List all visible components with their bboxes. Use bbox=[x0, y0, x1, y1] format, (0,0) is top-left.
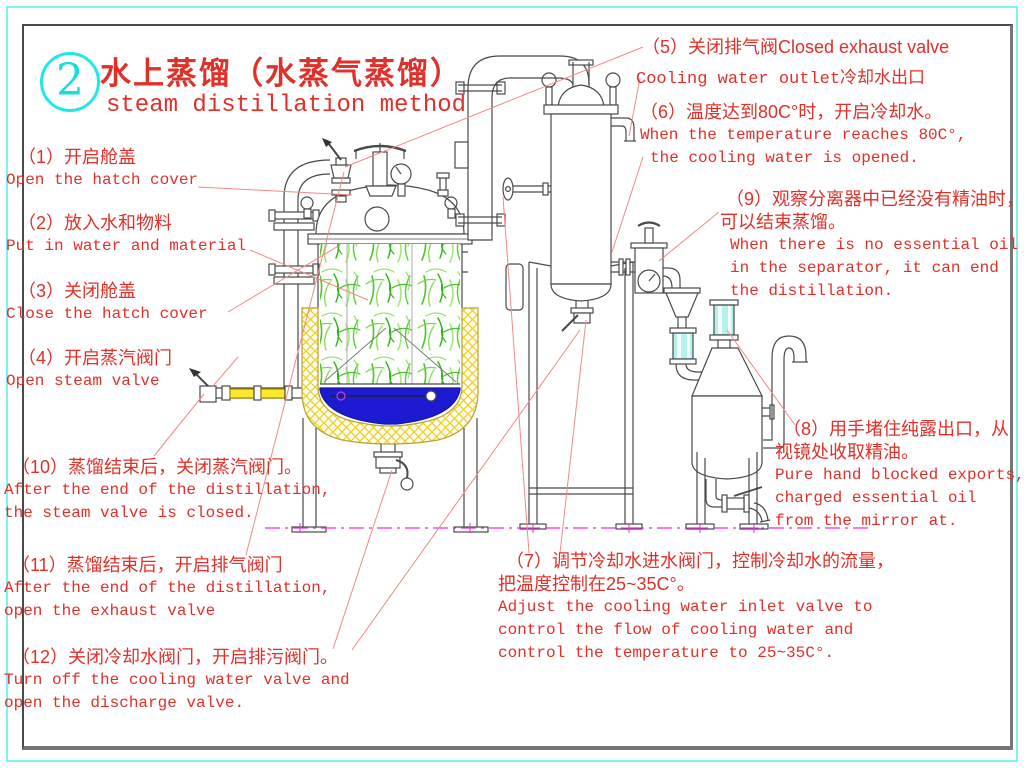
top-sight-glass bbox=[713, 304, 735, 336]
step-6-zh: （6）温度达到80C°时，开启冷却水。 bbox=[640, 102, 943, 122]
water-layer bbox=[319, 387, 461, 425]
step-12-en1: Turn off the cooling water valve and bbox=[4, 671, 350, 689]
annotation-step-12: （12）关闭冷却水阀门，开启排污阀门。 Turn off the cooling… bbox=[4, 646, 350, 715]
annotation-step-4: （4）开启蒸汽阀门 Open steam valve bbox=[6, 347, 172, 393]
annotation-step-1: （1）开启舱盖 Open the hatch cover bbox=[6, 146, 198, 192]
step-4-zh: （4）开启蒸汽阀门 bbox=[18, 348, 173, 368]
receiver-drain-valve bbox=[705, 479, 771, 523]
step-7-en1: Adjust the cooling water inlet valve to bbox=[498, 598, 873, 616]
annotation-step-2: （2）放入水和物料 Put in water and material bbox=[6, 212, 246, 258]
step-1-zh: （1）开启舱盖 bbox=[18, 147, 137, 167]
plant-material bbox=[320, 244, 460, 384]
annotation-cooling-outlet: Cooling water outlet冷却水出口 bbox=[636, 68, 925, 91]
step-2-en: Put in water and material bbox=[6, 237, 247, 255]
step-8-en3: from the mirror at. bbox=[775, 512, 958, 530]
annotation-step-3: （3）关闭舱盖 Close the hatch cover bbox=[6, 280, 208, 326]
sight-glass bbox=[672, 332, 694, 360]
step-5-line: （5）关闭排气阀Closed exhaust valve bbox=[642, 37, 950, 57]
step-6-en2: the cooling water is opened. bbox=[650, 149, 919, 167]
annotation-step-8: （8）用手堵住纯露出口，从 视镜处收取精油。 Pure hand blocked… bbox=[775, 418, 1024, 533]
step-7-zh2: 把温度控制在25~35C°。 bbox=[498, 574, 695, 594]
step-4-en: Open steam valve bbox=[6, 372, 160, 390]
number-badge: 2 bbox=[40, 52, 100, 112]
discharge-valve bbox=[373, 444, 414, 491]
exhaust-valve bbox=[322, 138, 352, 203]
annotation-step-10: （10）蒸馏结束后，关闭蒸汽阀门。 After the end of the d… bbox=[4, 456, 330, 525]
step-3-zh: （3）关闭舱盖 bbox=[18, 281, 137, 301]
step-9-en1: When there is no essential oil bbox=[730, 236, 1019, 254]
step-1-en: Open the hatch cover bbox=[6, 171, 199, 189]
step-11-en2: open the exhaust valve bbox=[4, 602, 216, 620]
step-7-en3: control the temperature to 25~35C°. bbox=[498, 644, 835, 662]
step-2-zh: （2）放入水和物料 bbox=[18, 213, 173, 233]
cooling-outlet-label: Cooling water outlet冷却水出口 bbox=[636, 70, 926, 89]
step-11-zh: （11）蒸馏结束后，开启排气阀门 bbox=[12, 555, 283, 575]
step-8-zh2: 视镜处收取精油。 bbox=[775, 442, 919, 462]
step-8-en2: charged essential oil bbox=[775, 489, 977, 507]
annotation-step-9: （9）观察分离器中已经没有精油时， 可以结束蒸馏。 When there is … bbox=[716, 188, 1024, 303]
page-title-en: steam distillation method bbox=[106, 92, 467, 119]
step-3-en: Close the hatch cover bbox=[6, 305, 208, 323]
annotation-step-6: （6）温度达到80C°时，开启冷却水。 When the temperature… bbox=[640, 101, 966, 170]
hatch-handwheel bbox=[353, 143, 407, 197]
step-9-zh1: （9）观察分离器中已经没有精油时， bbox=[726, 189, 1024, 209]
steam-valve bbox=[189, 368, 318, 403]
pressure-gauge bbox=[390, 163, 412, 197]
receiver-tank bbox=[685, 299, 808, 530]
step-10-en1: After the end of the distillation, bbox=[4, 481, 331, 499]
step-9-en2: in the separator, it can end bbox=[730, 259, 999, 277]
step-10-zh: （10）蒸馏结束后，关闭蒸汽阀门。 bbox=[12, 457, 303, 477]
step-12-en2: open the discharge valve. bbox=[4, 694, 245, 712]
leader-lines bbox=[153, 46, 796, 651]
step-10-en2: the steam valve is closed. bbox=[4, 504, 254, 522]
step-9-en3: the distillation. bbox=[730, 282, 894, 300]
step-9-zh2: 可以结束蒸馏。 bbox=[720, 212, 846, 232]
step-8-zh1: （8）用手堵住纯露出口，从 bbox=[783, 419, 1010, 439]
page-title-zh: 水上蒸馏（水蒸气蒸馏） bbox=[100, 56, 463, 91]
condenser-column bbox=[502, 59, 643, 530]
main-vessel bbox=[189, 138, 489, 533]
oil-separator bbox=[611, 221, 706, 381]
annotation-step-7: （7）调节冷却水进水阀门，控制冷却水的流量， 把温度控制在25~35C°。 Ad… bbox=[498, 550, 894, 665]
step-11-en1: After the end of the distillation, bbox=[4, 579, 331, 597]
step-8-en1: Pure hand blocked exports, bbox=[775, 466, 1024, 484]
annotation-step-11: （11）蒸馏结束后，开启排气阀门 After the end of the di… bbox=[4, 554, 330, 623]
outer-frame bbox=[6, 6, 1018, 762]
ground-line bbox=[265, 523, 868, 533]
step-7-zh1: （7）调节冷却水进水阀门，控制冷却水的流量， bbox=[506, 551, 895, 571]
condenser-drain-valve bbox=[561, 301, 594, 332]
gooseneck-pipe bbox=[763, 335, 808, 449]
annotation-step-5: （5）关闭排气阀Closed exhaust valve bbox=[642, 36, 949, 59]
step-12-zh: （12）关闭冷却水阀门，开启排污阀门。 bbox=[12, 647, 339, 667]
inner-frame bbox=[22, 24, 1013, 750]
step-6-en1: When the temperature reaches 80C°, bbox=[640, 126, 967, 144]
cooling-water-inlet-valve bbox=[502, 177, 551, 201]
insulation-jacket bbox=[301, 307, 479, 445]
step-7-en2: control the flow of cooling water and bbox=[498, 621, 854, 639]
